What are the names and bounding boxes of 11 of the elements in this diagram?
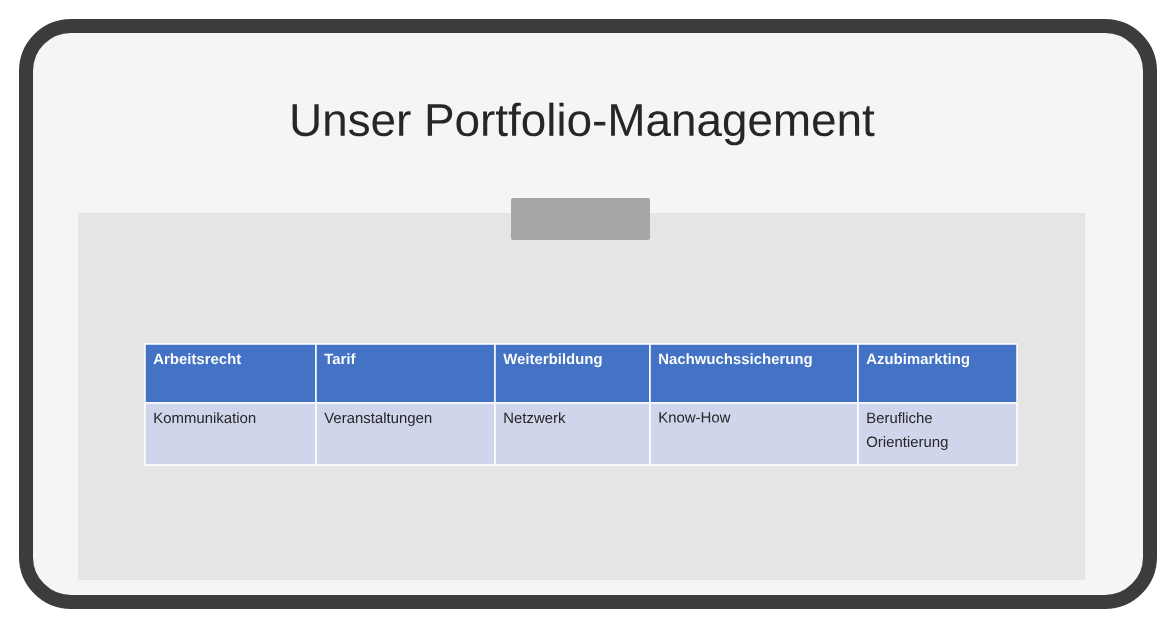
header-cell: Tarif (315, 343, 496, 404)
table-cell: Veranstaltungen (315, 402, 496, 466)
table-cell: Netzwerk (494, 402, 651, 466)
table-cell: Know-How (649, 402, 859, 466)
table-cell: Kommunikation (144, 402, 317, 466)
header-cell: Weiterbildung (494, 343, 651, 404)
slide-title: Unser Portfolio-Management (292, 102, 875, 146)
header-cell: Azubimarkting (857, 343, 1018, 404)
table-cell: Berufliche Orientierung (857, 402, 1018, 466)
header-cell: Arbeitsrecht (144, 343, 317, 404)
header-cell: Nachwuchssicherung (649, 343, 859, 404)
